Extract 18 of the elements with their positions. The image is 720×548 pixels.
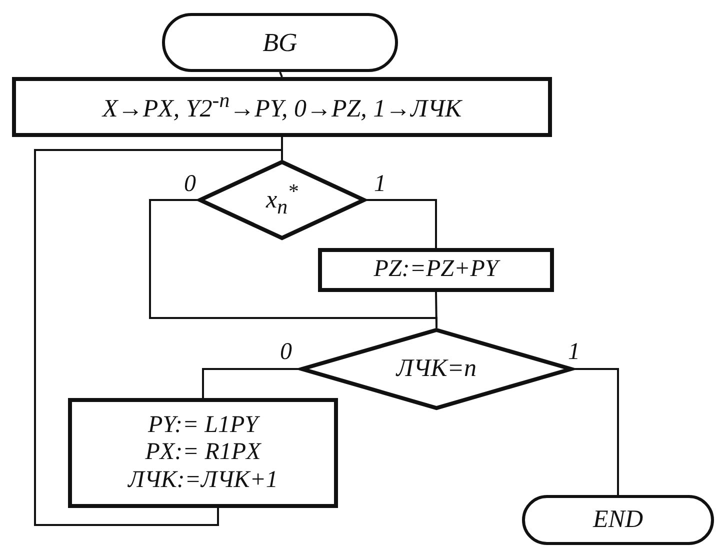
operation-text: X→PX, Y2$^{-n}$→PY, 0→PZ, 1→ЛЧК: [102, 89, 462, 125]
process-box: [12, 77, 552, 137]
terminal-text: END: [593, 506, 643, 534]
operation-text: PX:= R1PX: [145, 439, 261, 467]
connector-line: [34, 149, 283, 526]
terminal-shape: [522, 495, 714, 545]
condition-text: ЛЧК=n: [396, 354, 477, 384]
operation-text: PY:= L1PY: [148, 412, 258, 440]
connector-line: [366, 199, 437, 248]
process-box: [318, 248, 554, 292]
connector-line: [279, 72, 283, 78]
connector-line: [435, 292, 438, 328]
connector-line: [202, 368, 300, 398]
operation-text: ЛЧК:=ЛЧК+1: [128, 466, 278, 494]
process-box: [68, 398, 338, 508]
connector-line: [573, 368, 619, 495]
terminal-text: BG: [262, 28, 298, 58]
operation-text: PZ:=PZ+PY: [374, 256, 498, 284]
